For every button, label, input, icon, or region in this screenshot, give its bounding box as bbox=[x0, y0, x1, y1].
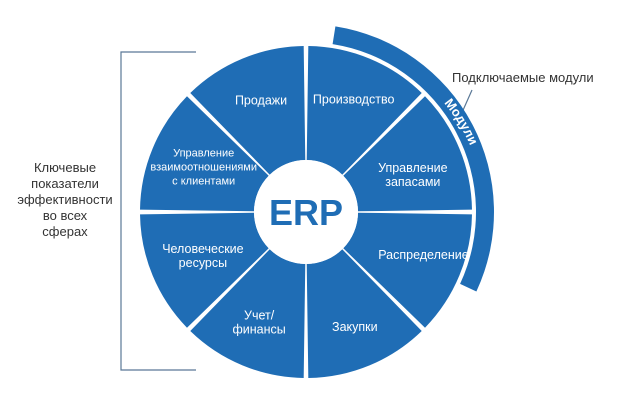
erp-center-label: ERP bbox=[269, 192, 343, 233]
erp-sector bbox=[140, 96, 269, 212]
kpi-label-line: показатели bbox=[31, 176, 99, 191]
erp-sector-label-line: Управление bbox=[378, 161, 448, 175]
erp-sector-label-line: Распределение bbox=[378, 248, 468, 262]
kpi-label-line: Ключевые bbox=[33, 160, 97, 175]
kpi-label: Ключевые показатели эффективности во все… bbox=[6, 160, 124, 240]
modules-arc bbox=[332, 26, 494, 292]
erp-sector-label: Производство bbox=[313, 93, 395, 107]
erp-sector-label-line: Закупки bbox=[332, 320, 378, 334]
erp-sector-label: Управление взаимоотношениями с клиентами bbox=[150, 147, 257, 187]
erp-sector-label-line: ресурсы bbox=[179, 256, 227, 270]
erp-sector bbox=[306, 249, 422, 378]
kpi-label-line: сферах bbox=[42, 224, 88, 239]
erp-sector bbox=[343, 96, 472, 212]
erp-sector-label: Распределение bbox=[378, 248, 468, 262]
erp-sector-label-line: Человеческие bbox=[162, 242, 243, 256]
erp-sector bbox=[190, 46, 306, 175]
kpi-label-line: во всех bbox=[42, 208, 88, 223]
erp-sector-label: Учет/финансы bbox=[232, 308, 285, 336]
erp-sector bbox=[190, 249, 306, 378]
erp-sector bbox=[306, 46, 422, 175]
erp-sector bbox=[343, 212, 472, 328]
erp-sector-label-line: Управление bbox=[173, 147, 234, 159]
erp-sector-label-line: запасами bbox=[385, 175, 440, 189]
kpi-bracket bbox=[120, 51, 196, 371]
erp-sector-label: Закупки bbox=[332, 320, 378, 334]
erp-sector-label-line: финансы bbox=[232, 322, 285, 336]
erp-sector-label-line: Учет/ bbox=[244, 308, 275, 322]
kpi-label-line: эффективности bbox=[17, 192, 113, 207]
erp-sector-label-line: взаимоотношениями bbox=[150, 161, 257, 173]
erp-sector-label-line: Производство bbox=[313, 93, 395, 107]
erp-sector-label-line: Продажи bbox=[235, 94, 287, 108]
erp-sector bbox=[140, 212, 269, 328]
erp-center-circle bbox=[254, 160, 358, 264]
erp-sector-label: Продажи bbox=[235, 94, 287, 108]
erp-sector-label-line: с клиентами bbox=[172, 175, 235, 187]
plug-in-modules-label: Подключаемые модули bbox=[452, 70, 594, 85]
